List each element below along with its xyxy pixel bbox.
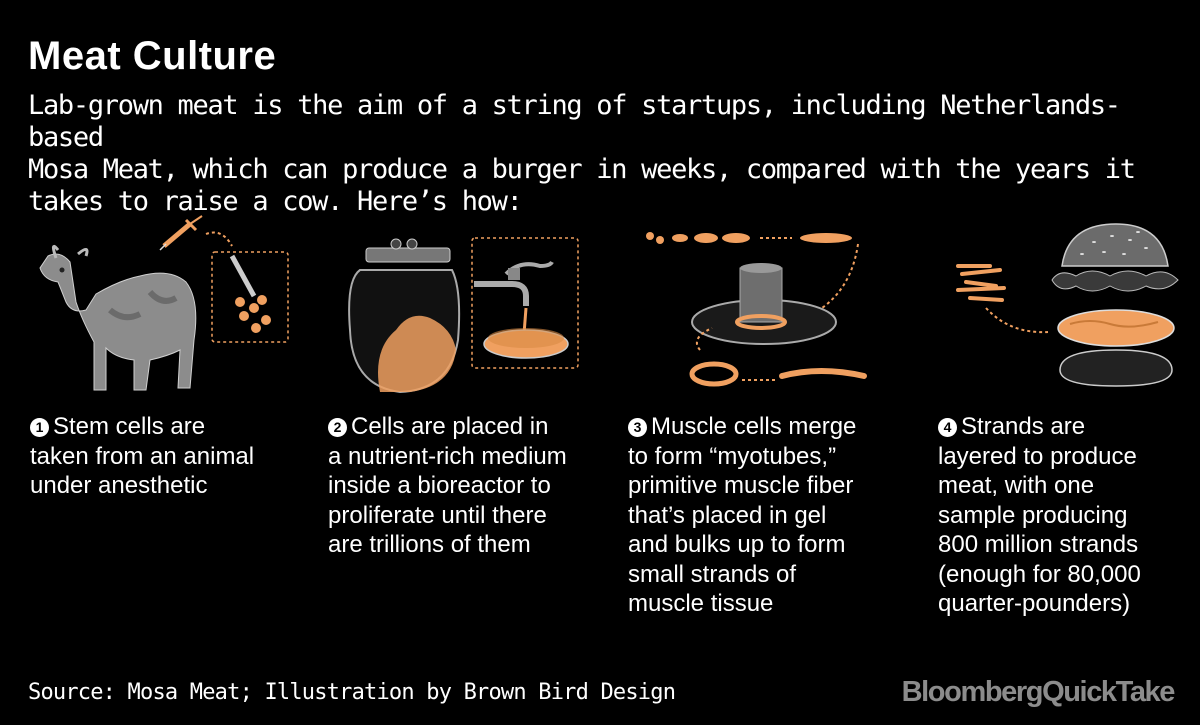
step-line: (enough for 80,000 xyxy=(938,560,1141,588)
step-line: small strands of xyxy=(628,560,797,588)
subtitle-line: takes to raise a cow. Here’s how: xyxy=(28,186,523,217)
step-line: primitive muscle fiber xyxy=(628,472,854,499)
subtitle-line: Mosa Meat, which can produce a burger in… xyxy=(28,154,1136,185)
bioreactor-jar-icon xyxy=(348,238,461,394)
step-line: inside a bioreactor to xyxy=(328,472,551,499)
step-line: meat, with one xyxy=(938,472,1095,499)
dotted-arrow-icon xyxy=(205,231,233,247)
cow-icon xyxy=(39,244,197,391)
step-line: sample producing xyxy=(938,501,1128,529)
cells-icon xyxy=(211,251,289,343)
step-line: are trillions of them xyxy=(328,531,531,558)
page-title: Meat Culture xyxy=(28,34,277,78)
brand-logo: BloombergQuickTake xyxy=(901,676,1176,708)
step-line: muscle tissue xyxy=(628,590,774,617)
myotube-ring-icon xyxy=(689,361,739,387)
step-line: quarter-pounders) xyxy=(938,590,1131,617)
petri-dish-icon xyxy=(483,328,569,359)
source-note: Source: Mosa Meat; Illustration by Brown… xyxy=(28,680,676,705)
step-number: 3 xyxy=(628,418,647,437)
subtitle-line: Lab-grown meat is the aim of a string of… xyxy=(28,90,1121,153)
step-text: Cells are placed in xyxy=(351,413,549,440)
step-line: taken from an animal xyxy=(30,442,255,470)
burger-icon xyxy=(1051,223,1179,387)
step-line: that’s placed in gel xyxy=(628,501,827,529)
step-text: Muscle cells merge xyxy=(651,413,857,440)
petri-dish-icon xyxy=(691,263,837,345)
step-line: to form “myotubes,” xyxy=(628,442,837,470)
step-line: proliferate until there xyxy=(328,501,547,529)
step-number: 4 xyxy=(938,418,957,437)
step-text: Stem cells are xyxy=(53,413,206,440)
illustration-strip xyxy=(39,215,1179,394)
step-line: layered to produce xyxy=(938,442,1137,470)
dotted-arrow-icon xyxy=(696,327,713,351)
muscle-strand-icon xyxy=(956,264,1006,302)
step-line: under anesthetic xyxy=(30,472,208,499)
muscle-strand-icon xyxy=(779,368,867,379)
step-line: 800 million strands xyxy=(938,531,1139,558)
step-number: 1 xyxy=(30,418,49,437)
page-subtitle: Lab-grown meat is the aim of a string of… xyxy=(28,90,1178,218)
step-number: 2 xyxy=(328,418,347,437)
step-line: a nutrient-rich medium xyxy=(328,442,567,470)
syringe-icon xyxy=(159,215,203,251)
cells-icon xyxy=(646,232,852,244)
step-text: Strands are xyxy=(961,413,1086,440)
step-line: and bulks up to form xyxy=(628,531,846,558)
dotted-arrow-icon xyxy=(985,307,1049,334)
